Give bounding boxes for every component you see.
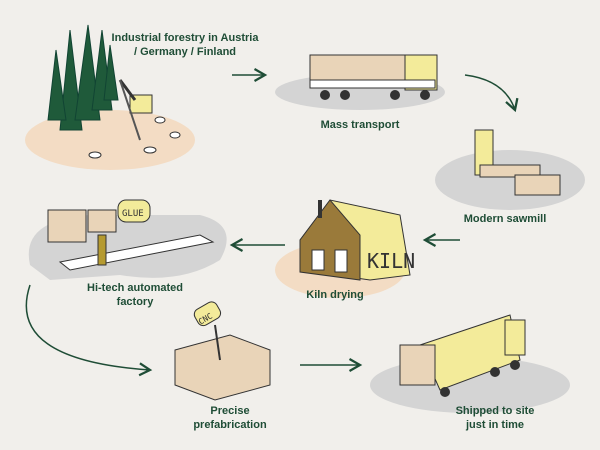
forestry-illustration bbox=[25, 24, 195, 170]
label-line: Industrial forestry in Austria bbox=[111, 32, 259, 44]
label-line: Modern sawmill bbox=[463, 213, 547, 225]
step-label-forestry: Industrial forestry in Austria / Germany… bbox=[110, 31, 260, 59]
kiln-lettering: KILN bbox=[367, 249, 415, 273]
truck-illustration bbox=[275, 54, 445, 110]
factory-illustration: GLUE bbox=[28, 199, 227, 280]
label-line: Shipped to site bbox=[455, 405, 535, 417]
kiln-illustration: KILN bbox=[275, 199, 415, 298]
label-line: Precise bbox=[210, 405, 250, 417]
label-line: Kiln drying bbox=[306, 289, 364, 301]
step-label-kiln: Kiln drying bbox=[295, 288, 375, 302]
label-line: factory bbox=[116, 296, 154, 308]
label-line: / Germany / Finland bbox=[133, 46, 237, 58]
step-label-prefabrication: Precise prefabrication bbox=[180, 404, 280, 432]
glue-lettering: GLUE bbox=[122, 209, 144, 219]
shipping-truck-illustration bbox=[370, 314, 570, 413]
label-line: just in time bbox=[465, 419, 525, 431]
sawmill-illustration bbox=[435, 129, 585, 210]
step-label-transport: Mass transport bbox=[310, 118, 410, 132]
step-label-sawmill: Modern sawmill bbox=[450, 212, 560, 226]
arrow-factory-to-prefab bbox=[25, 284, 153, 377]
label-line: prefabrication bbox=[193, 419, 267, 431]
step-label-factory: Hi-tech automated factory bbox=[75, 281, 195, 309]
label-line: Mass transport bbox=[320, 119, 400, 131]
prefabrication-illustration: CNC bbox=[174, 301, 271, 401]
arrow-transport-to-sawmill bbox=[464, 74, 519, 113]
step-label-shipped: Shipped to site just in time bbox=[440, 404, 550, 432]
label-line: Hi-tech automated bbox=[87, 282, 183, 294]
